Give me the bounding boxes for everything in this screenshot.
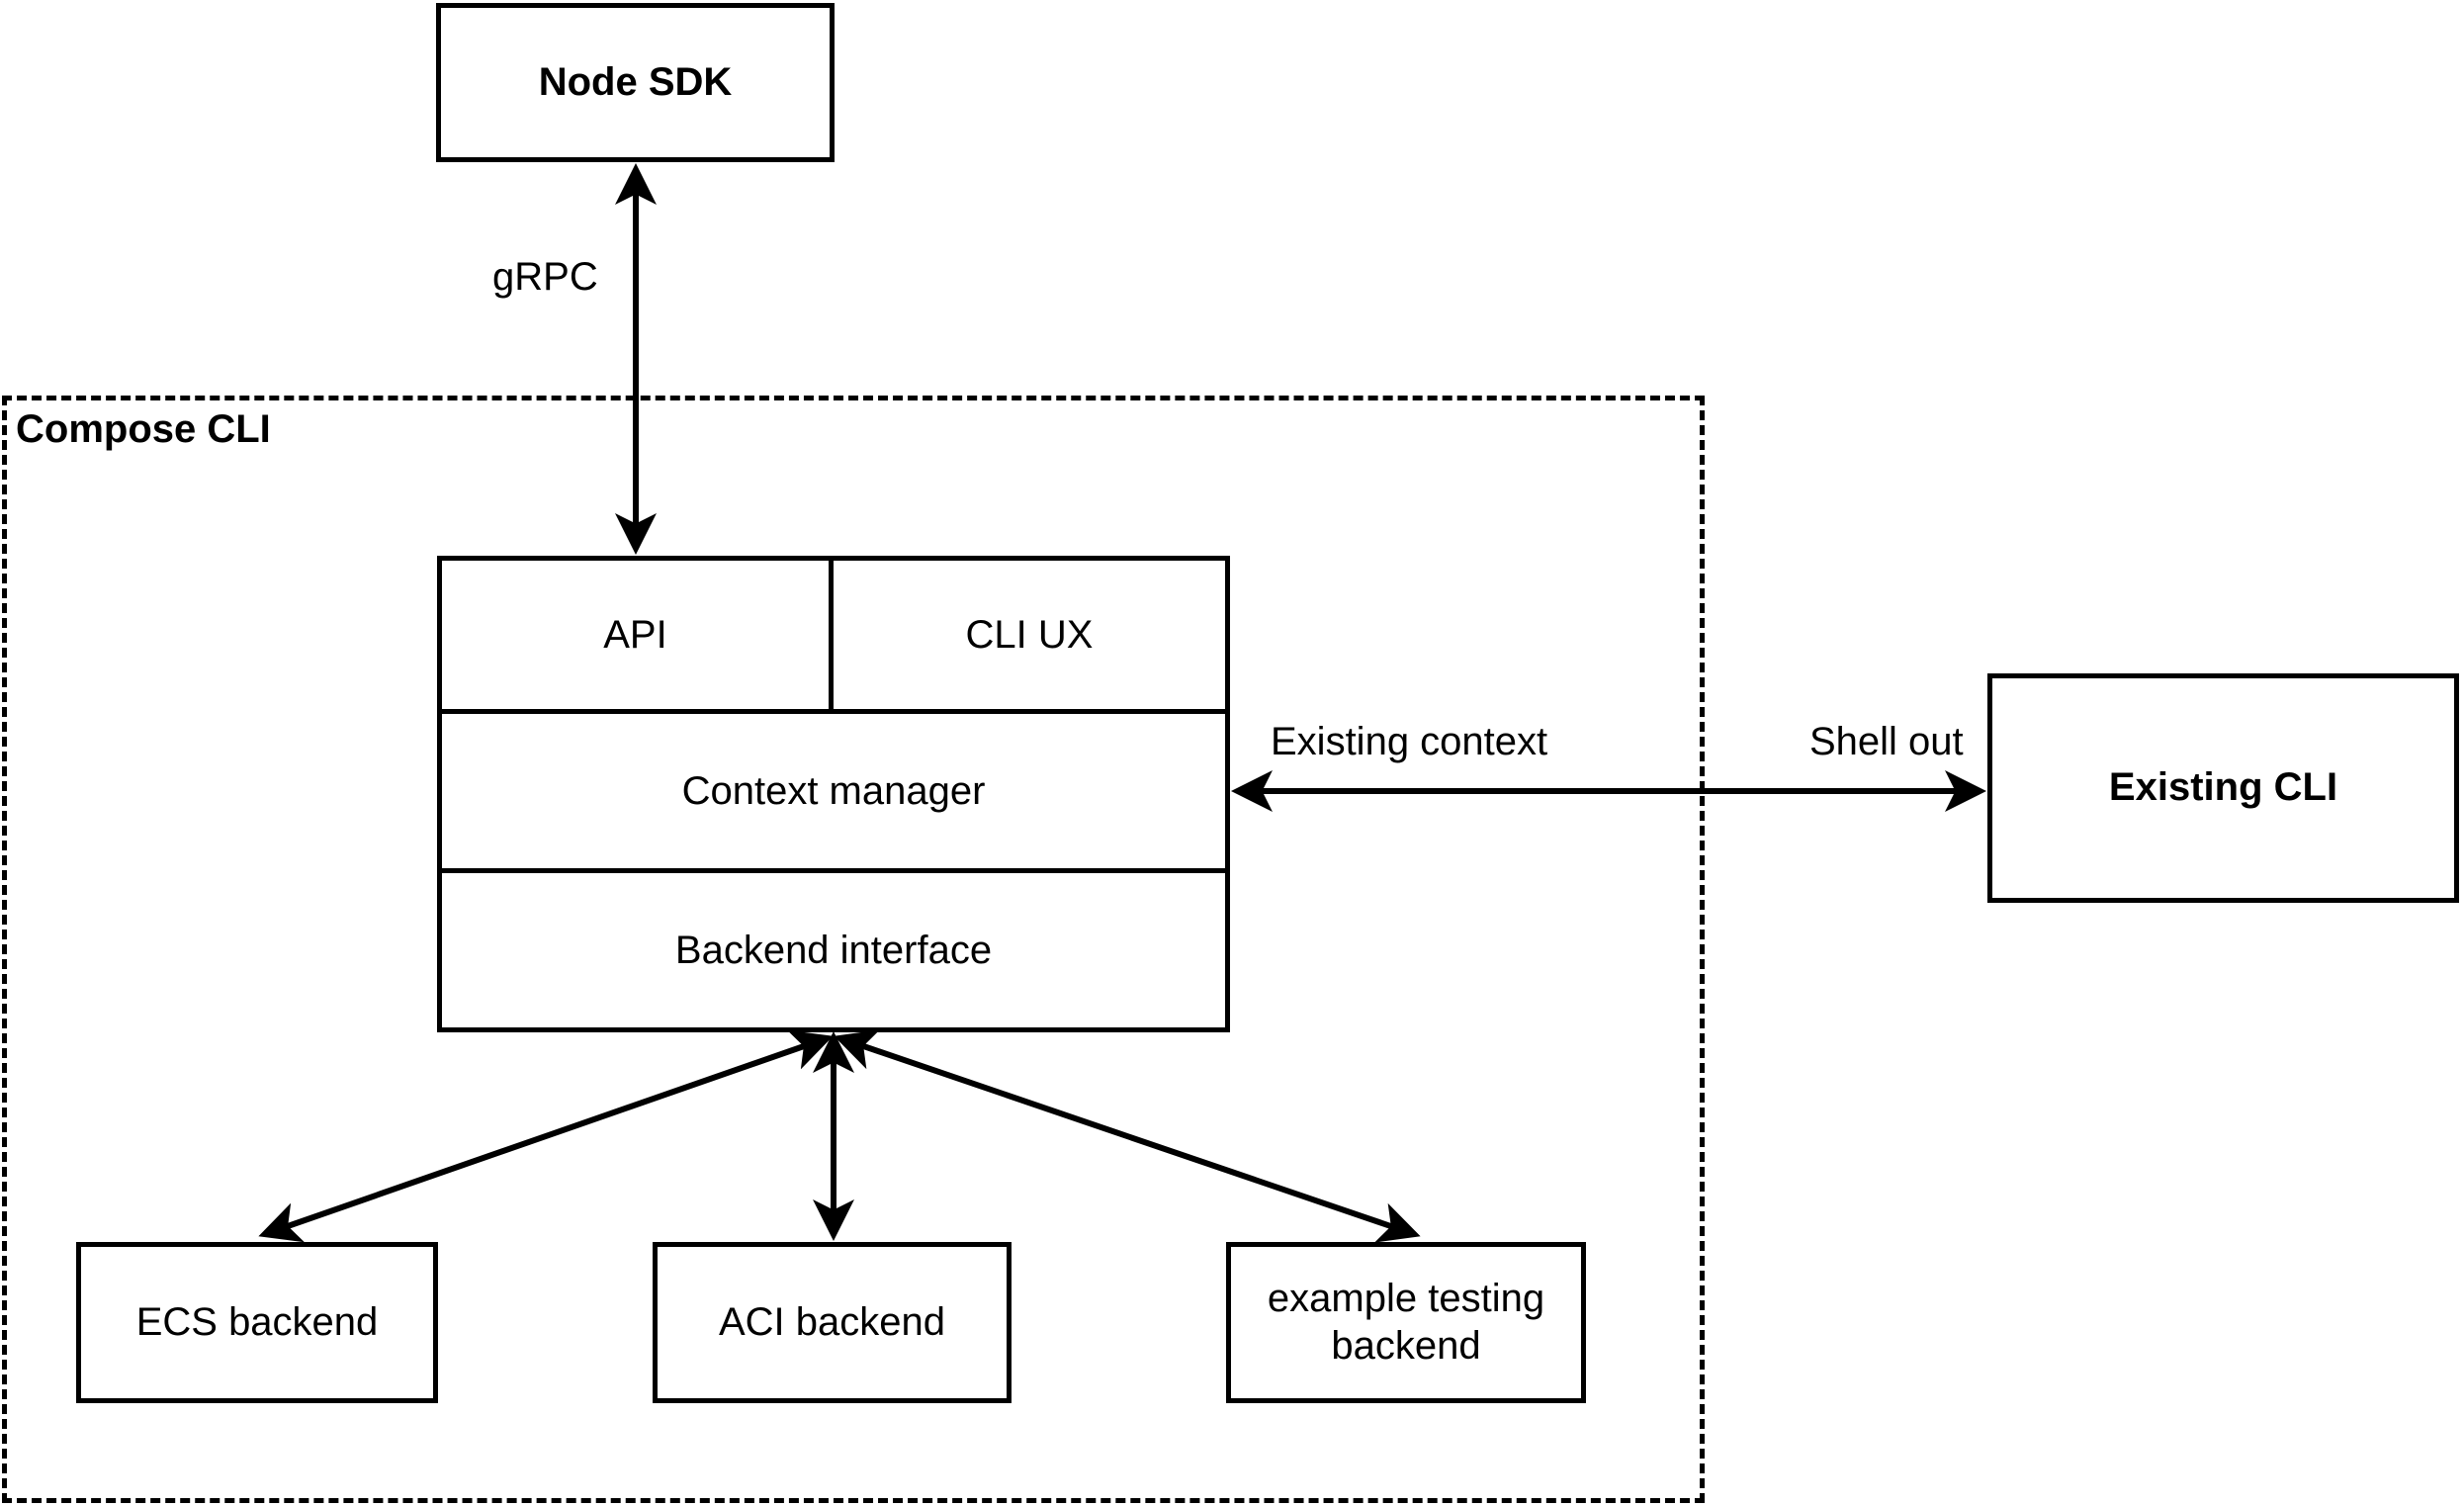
context-manager-cell: Context manager — [442, 714, 1225, 873]
example-testing-backend-box: example testing backend — [1226, 1242, 1586, 1403]
edge-label-shell-out: Shell out — [1809, 720, 1964, 763]
core-row-api-cliux: API CLI UX — [442, 561, 1225, 714]
node-sdk-box: Node SDK — [436, 3, 835, 162]
cli-ux-label: CLI UX — [965, 612, 1094, 657]
ecs-backend-box: ECS backend — [76, 1242, 438, 1403]
cli-ux-cell: CLI UX — [834, 561, 1225, 709]
api-label: API — [603, 612, 667, 657]
ecs-backend-label: ECS backend — [135, 1299, 379, 1344]
edge-backend-example — [834, 1029, 1421, 1243]
existing-cli-box: Existing CLI — [1987, 673, 2459, 903]
compose-cli-group-boundary — [2, 396, 1705, 1503]
context-manager-label: Context manager — [681, 768, 986, 813]
example-testing-backend-label: example testing backend — [1268, 1276, 1544, 1369]
edge-label-grpc: gRPC — [492, 255, 598, 299]
example-testing-backend-line1: example testing — [1267, 1277, 1545, 1321]
edge-label-existing-context: Existing context — [1271, 720, 1548, 763]
node-sdk-label: Node SDK — [538, 59, 733, 104]
existing-cli-label: Existing CLI — [2108, 765, 2338, 810]
compose-cli-group-label: Compose CLI — [16, 407, 271, 451]
compose-cli-core-stack: API CLI UX Context manager Backend inter… — [437, 556, 1230, 1032]
api-cell: API — [442, 561, 834, 709]
backend-interface-cell: Backend interface — [442, 873, 1225, 1027]
example-testing-backend-line2: backend — [1331, 1323, 1481, 1368]
edge-backend-ecs — [258, 1029, 834, 1243]
aci-backend-label: ACI backend — [718, 1299, 946, 1344]
aci-backend-box: ACI backend — [653, 1242, 1012, 1403]
backend-interface-label: Backend interface — [674, 928, 993, 972]
